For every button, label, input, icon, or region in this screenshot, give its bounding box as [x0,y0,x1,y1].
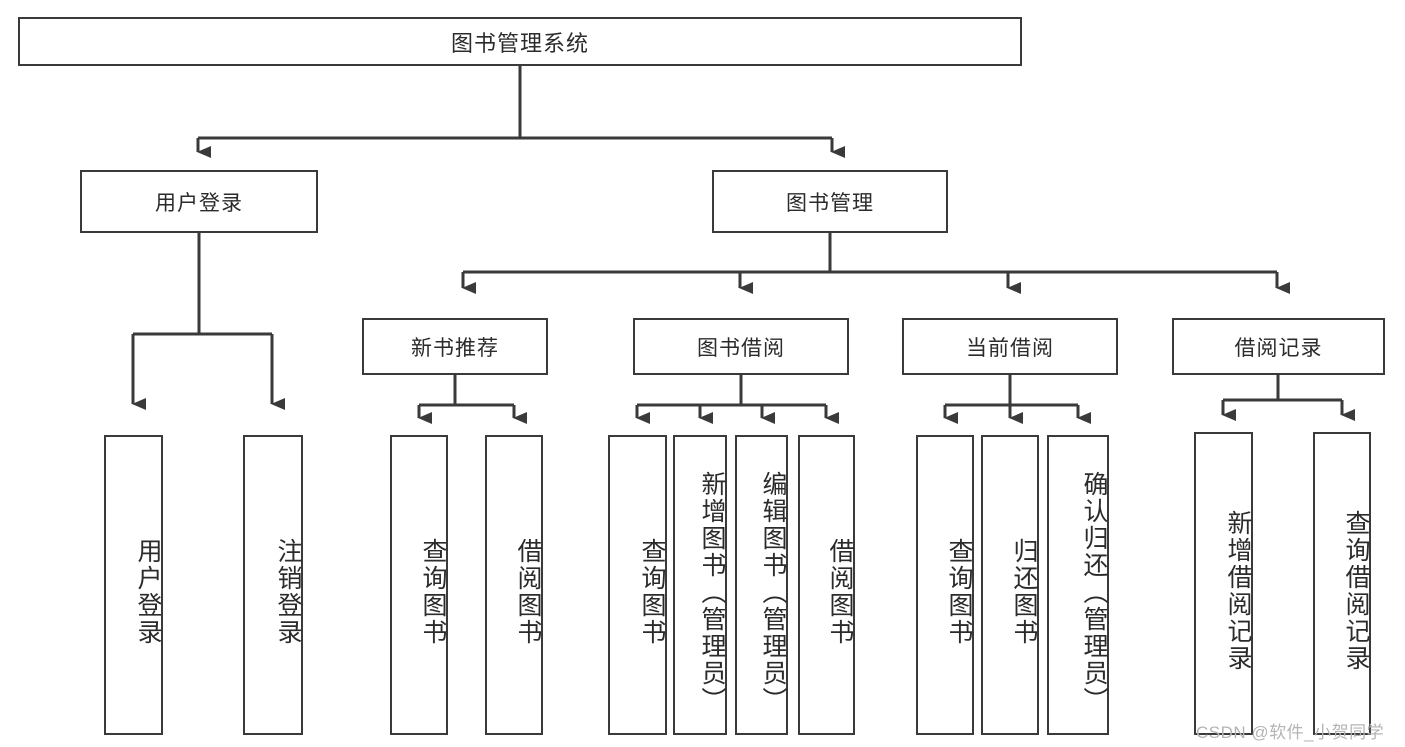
leaf-confirm-return-label: 确认归还（管理员） [1080,470,1108,714]
node-book-manage[interactable]: 图书管理 [712,170,948,233]
node-book-borrow-label: 图书借阅 [697,336,785,360]
node-root[interactable]: 图书管理系统 [18,17,1022,66]
leaf-edit-book[interactable]: 编辑图书（管理员） [735,435,788,735]
watermark-credit: CSDN @软件_小贺同学 [1196,718,1384,743]
leaf-add-record-label: 新增借阅记录 [1224,509,1252,672]
node-book-borrow[interactable]: 图书借阅 [633,318,849,375]
node-user-login[interactable]: 用户登录 [80,170,318,233]
leaf-return-book[interactable]: 归还图书 [981,435,1039,735]
leaf-return-book-label: 归还图书 [1010,538,1038,646]
leaf-query-book-3[interactable]: 查询图书 [916,435,974,735]
leaf-query-record-label: 查询借阅记录 [1342,509,1370,672]
leaf-borrow-book-2[interactable]: 借阅图书 [798,435,855,735]
leaf-add-book[interactable]: 新增图书（管理员） [673,435,727,735]
node-current-borrow-label: 当前借阅 [966,336,1054,360]
watermark-text: CSDN @软件_小贺同学 [1196,723,1385,742]
node-current-borrow[interactable]: 当前借阅 [902,318,1118,375]
leaf-user-login[interactable]: 用户登录 [104,435,163,735]
node-borrow-record-label: 借阅记录 [1234,336,1323,360]
leaf-add-record[interactable]: 新增借阅记录 [1194,432,1253,735]
leaf-query-book-2[interactable]: 查询图书 [608,435,667,735]
leaf-logout-label: 注销登录 [274,538,302,646]
node-borrow-record[interactable]: 借阅记录 [1172,318,1385,375]
leaf-add-book-label: 新增图书（管理员） [698,470,726,714]
leaf-query-book-1[interactable]: 查询图书 [390,435,448,735]
leaf-confirm-return[interactable]: 确认归还（管理员） [1047,435,1109,735]
leaf-borrow-book-2-label: 借阅图书 [826,538,854,646]
leaf-edit-book-label: 编辑图书（管理员） [759,470,787,714]
leaf-query-book-3-label: 查询图书 [945,538,973,646]
node-new-book-recommend-label: 新书推荐 [411,336,499,360]
leaf-user-login-label: 用户登录 [134,538,162,646]
leaf-query-record[interactable]: 查询借阅记录 [1313,432,1371,735]
leaf-borrow-book-1[interactable]: 借阅图书 [485,435,543,735]
leaf-logout[interactable]: 注销登录 [243,435,303,735]
leaf-query-book-2-label: 查询图书 [638,538,666,646]
node-new-book-recommend[interactable]: 新书推荐 [362,318,548,375]
node-root-label: 图书管理系统 [450,30,589,56]
leaf-borrow-book-1-label: 借阅图书 [514,538,542,646]
leaf-query-book-1-label: 查询图书 [419,538,447,646]
node-book-manage-label: 图书管理 [786,191,874,215]
node-user-login-label: 用户登录 [155,191,243,215]
